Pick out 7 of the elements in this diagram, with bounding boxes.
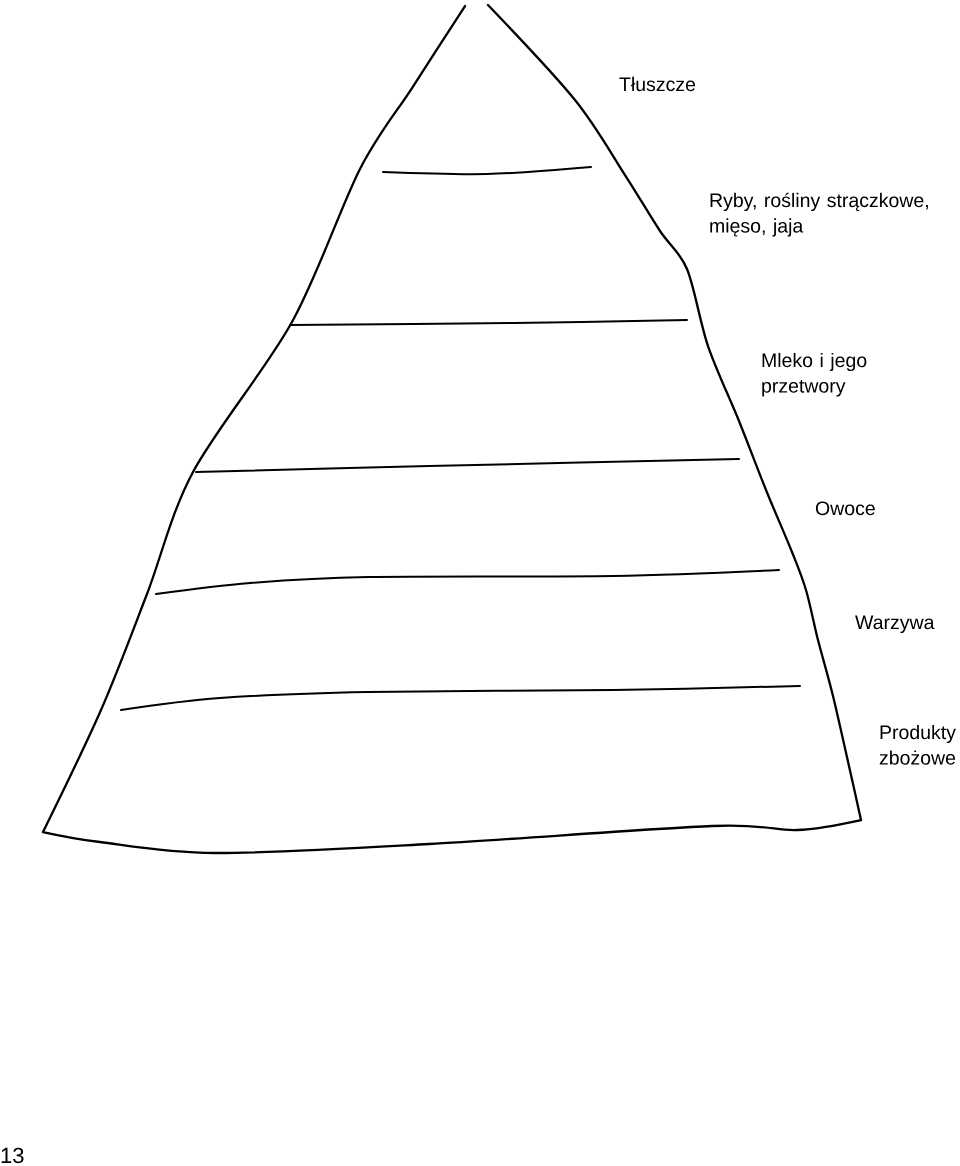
- tier-label: Tłuszcze: [619, 76, 696, 92]
- tier-label: Mleko i jego przetwory: [762, 352, 867, 397]
- tier-label: Produkty zbożowe: [879, 724, 956, 765]
- page-number: 13: [1, 1147, 24, 1164]
- tier-label: Ryby, rośliny strączkowe, mięso, jaja: [710, 192, 928, 237]
- tier-label: Warzywa: [855, 615, 935, 634]
- tier-label: Owoce: [815, 501, 875, 516]
